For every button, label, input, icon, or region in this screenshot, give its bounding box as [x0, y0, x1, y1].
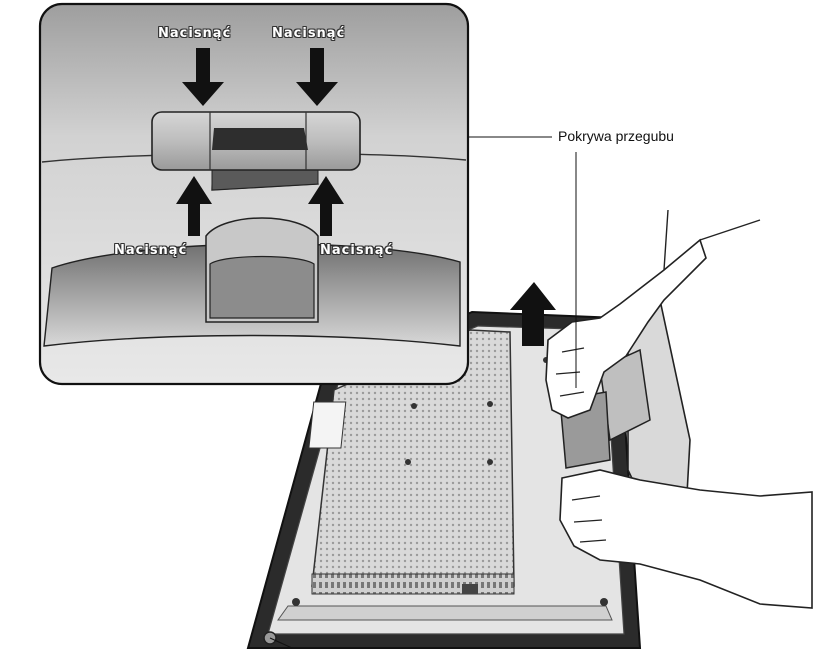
vent-slots — [312, 574, 514, 594]
press-label-bottom-left: Nacisnąć — [114, 243, 187, 258]
press-label-top-right: Nacisnąć — [272, 26, 345, 41]
inset-neck-opening — [210, 257, 314, 319]
press-label-top-left: Nacisnąć — [158, 26, 231, 41]
press-label-bottom-right: Nacisnąć — [320, 243, 393, 258]
hinge-cover-label: Pokrywa przegubu — [558, 128, 674, 144]
detail-inset — [40, 4, 468, 384]
monitor-inner-rim — [278, 606, 612, 620]
connector-port — [462, 584, 478, 594]
label-sticker — [309, 402, 346, 448]
inset-hinge-cover — [152, 112, 360, 170]
